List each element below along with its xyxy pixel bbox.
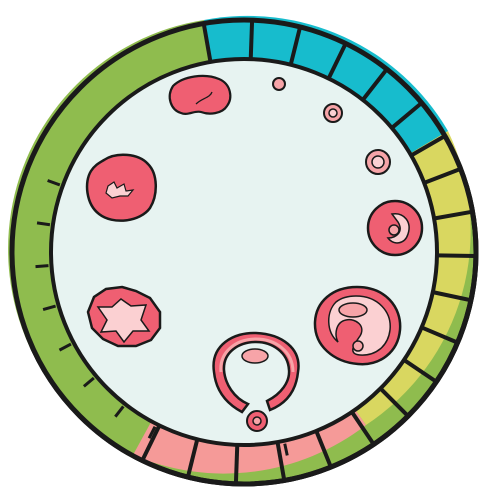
corpus-albicans-icon: [170, 76, 231, 114]
follicle-antral-icon: [368, 201, 422, 255]
follicle-large-icon: [315, 287, 400, 364]
ring-divider: [236, 445, 237, 484]
ring-divider: [437, 255, 476, 256]
follicle-tiny-icon: [273, 78, 285, 90]
ovary-disk: [51, 59, 437, 445]
follicle-ring-icon: [366, 150, 390, 174]
green-tick: [37, 223, 50, 225]
green-tick: [36, 266, 49, 267]
follicle-small-icon: [324, 104, 342, 122]
ring-divider: [251, 20, 252, 59]
corpus-luteum-mature-icon: [87, 155, 156, 221]
